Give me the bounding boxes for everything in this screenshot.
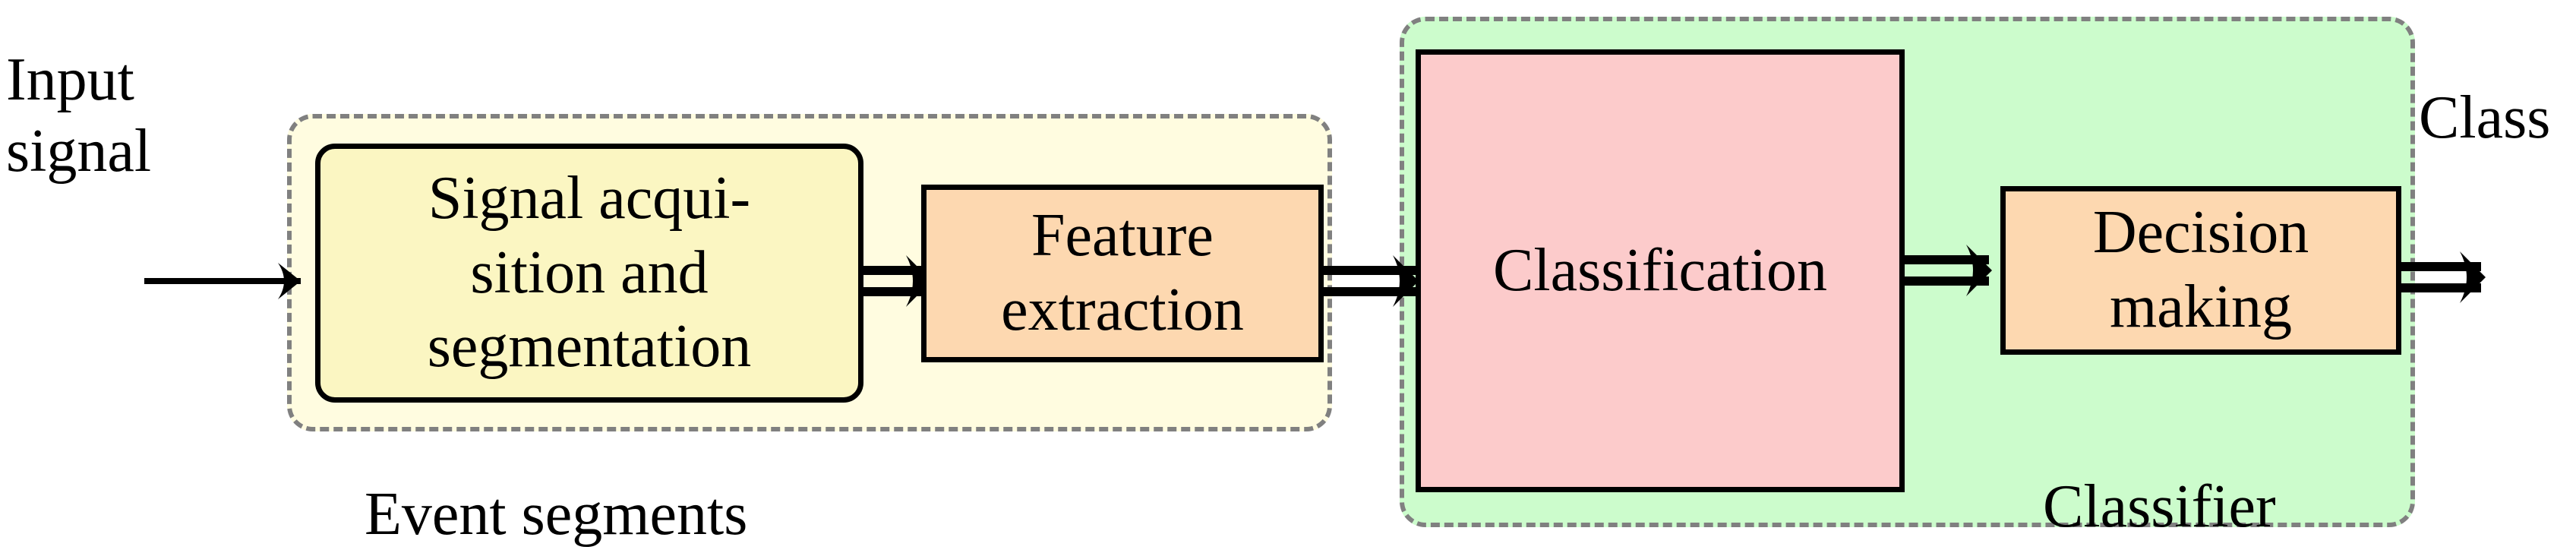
block-feature-extraction[interactable]: Feature extraction	[921, 185, 1324, 362]
event-segments-caption: Event segments	[365, 481, 748, 548]
block-decision-making-label: Decision making	[2092, 199, 2309, 340]
classifier-caption: Classifier	[2043, 473, 2276, 540]
connector-feature-to-classification	[1321, 251, 1432, 311]
block-classification[interactable]: Classification	[1416, 49, 1905, 492]
connector-signal-to-feature	[863, 251, 947, 311]
block-feature-extraction-label: Feature extraction	[1001, 202, 1244, 343]
connector-input-to-signal	[144, 251, 327, 311]
block-signal-acquisition-label: Signal acqui- sition and segmentation	[427, 165, 752, 381]
class-output-label: Class	[2419, 84, 2551, 151]
connector-classification-to-decision	[1902, 240, 2006, 301]
block-signal-acquisition[interactable]: Signal acqui- sition and segmentation	[315, 144, 863, 403]
input-signal-label: Input signal	[6, 46, 152, 185]
connector-decision-to-class	[2396, 247, 2506, 308]
block-decision-making[interactable]: Decision making	[2000, 186, 2401, 355]
block-classification-label: Classification	[1493, 236, 1827, 304]
